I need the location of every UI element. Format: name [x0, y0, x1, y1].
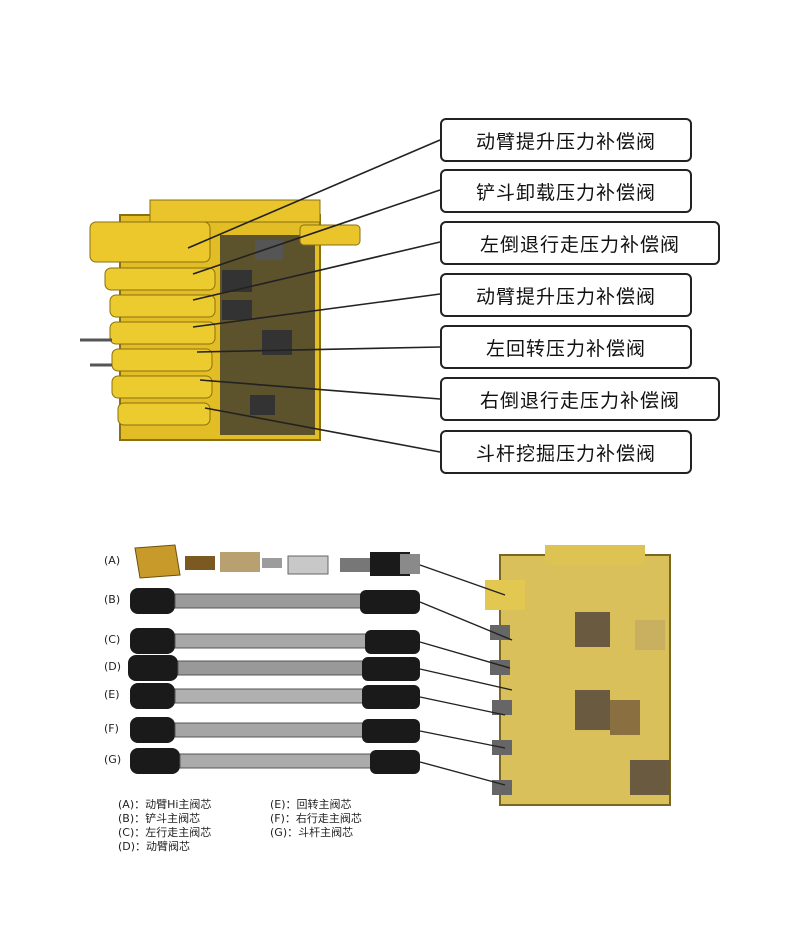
callout-label: 铲斗卸载压力补偿阀 [440, 169, 692, 213]
legend-item: (G)：斗杆主阀芯 [270, 826, 354, 839]
callout-label: 右倒退行走压力补偿阀 [440, 377, 720, 421]
part-tag: (D) [104, 660, 122, 673]
callout-leaders [187, 139, 441, 453]
callout-label: 左倒退行走压力补偿阀 [440, 221, 720, 265]
spool-b [130, 588, 420, 614]
spool-e [130, 683, 420, 709]
spool-leaders [419, 564, 513, 786]
legend-item: (C)：左行走主阀芯 [118, 826, 212, 839]
legend-item: (A)：动臂Hi主阀芯 [118, 798, 212, 811]
part-tag: (E) [104, 688, 120, 701]
valve-block-top [80, 199, 361, 441]
legend-item: (B)：铲斗主阀芯 [118, 812, 201, 825]
spools [128, 544, 420, 774]
spool-c [130, 628, 420, 654]
part-tag: (A) [104, 554, 121, 567]
callout-label: 动臂提升压力补偿阀 [440, 273, 692, 317]
part-tag: (F) [104, 722, 119, 735]
valve-block-bottom [485, 545, 671, 806]
spool-d [128, 655, 420, 681]
part-tag: (C) [104, 633, 121, 646]
legend-item: (D)：动臂阀芯 [118, 840, 191, 853]
legend-item: (E)：回转主阀芯 [270, 798, 352, 811]
part-tag: (B) [104, 593, 121, 606]
spool-g [130, 748, 420, 774]
callout-label: 斗杆挖掘压力补偿阀 [440, 430, 692, 474]
spool-f [130, 717, 420, 743]
callout-label: 动臂提升压力补偿阀 [440, 118, 692, 162]
part-tag: (G) [104, 753, 122, 766]
callout-label: 左回转压力补偿阀 [440, 325, 692, 369]
spool-a [134, 544, 420, 579]
legend-item: (F)：右行走主阀芯 [270, 812, 362, 825]
